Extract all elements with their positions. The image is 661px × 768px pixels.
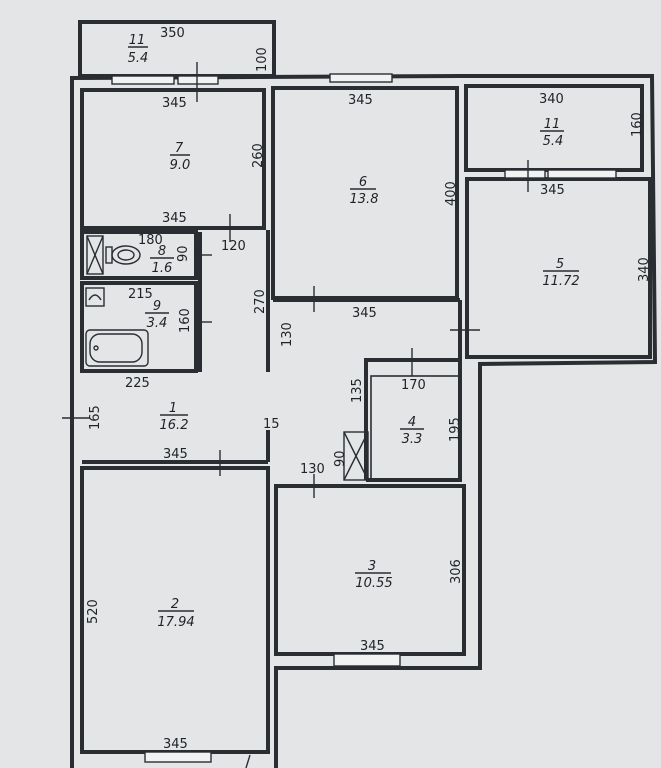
dim-room-8-height: 90 <box>176 245 191 262</box>
room-9-label: 9 3.4 <box>145 299 169 331</box>
room-11-area: 5.4 <box>543 134 564 149</box>
dim-room-11-top: 340 <box>539 92 564 107</box>
room-9-wall <box>80 281 198 373</box>
dim-room-3-bottom: 345 <box>360 639 385 654</box>
room-4-label: 4 3.3 <box>400 415 424 447</box>
dim-room-10-height: 100 <box>255 47 270 72</box>
dim-room-1-top: 225 <box>125 376 150 391</box>
room-7-number: 7 <box>175 141 184 156</box>
room-1-number: 1 <box>169 401 177 416</box>
room-1-area: 16.2 <box>160 418 189 433</box>
dim-room-6-side: 400 <box>444 181 459 206</box>
dim-room-4-top: 170 <box>401 378 426 393</box>
dim-room-5-side: 340 <box>637 257 652 282</box>
sink-icon <box>85 287 105 307</box>
room-2-area: 17.94 <box>157 615 194 630</box>
dim-room-9-height: 160 <box>178 308 193 333</box>
toilet-icon <box>86 235 141 275</box>
dim-room-6-bottom: 345 <box>352 306 377 321</box>
room-5-wall <box>465 177 652 359</box>
room-10-area: 5.4 <box>128 51 149 66</box>
room-8-number: 8 <box>158 244 166 259</box>
room-5-label: 5 11.72 <box>542 257 579 289</box>
room-10-number: 11 <box>129 33 146 48</box>
room-9-area: 3.4 <box>147 316 168 331</box>
dim-room-4-side: 195 <box>448 417 463 442</box>
room-10-label: 11 5.4 <box>128 33 149 66</box>
dim-room-5-top: 345 <box>540 183 565 198</box>
room-9-number: 9 <box>153 299 161 314</box>
room-10-balcony-wall <box>78 20 276 78</box>
window-room-11 <box>504 169 546 179</box>
dim-corridor-height: 270 <box>253 289 268 314</box>
dim-room-4-90: 90 <box>333 450 348 467</box>
door-tick-12 <box>245 754 251 768</box>
room-5-number: 5 <box>556 257 564 272</box>
window-room-11-b <box>547 169 617 179</box>
room-11-number: 11 <box>544 117 561 132</box>
dim-room-10-width: 350 <box>160 26 185 41</box>
dim-room-7-top: 345 <box>162 96 187 111</box>
dim-room-7-side: 260 <box>251 143 266 168</box>
dim-corridor-width: 120 <box>221 239 246 254</box>
window-balcony-2 <box>177 75 219 85</box>
room-3-area: 10.55 <box>355 576 392 591</box>
dim-room-1-15: 15 <box>263 417 280 432</box>
dim-room-1-side: 165 <box>88 405 103 430</box>
room-7-label: 7 9.0 <box>170 141 191 173</box>
room-3-label: 3 10.55 <box>355 559 393 591</box>
dim-room-1-bottom: 345 <box>163 447 188 462</box>
bathtub-icon <box>85 329 149 367</box>
room-4-outline <box>370 375 462 481</box>
dim-room-2-bottom: 345 <box>163 737 188 752</box>
room-8-label: 8 1.6 <box>150 244 174 276</box>
window-room-2 <box>144 751 212 763</box>
dim-room-7-bottom: 345 <box>162 211 187 226</box>
dim-room-2-side: 520 <box>86 599 101 624</box>
room-4-area: 3.3 <box>402 432 423 447</box>
dim-room-9-width: 215 <box>128 287 153 302</box>
dim-hall-130: 130 <box>280 322 295 347</box>
room-2-number: 2 <box>171 597 179 612</box>
room-5-area: 11.72 <box>542 274 579 289</box>
dim-room-8-width: 180 <box>138 233 163 248</box>
ventilation-shaft-icon <box>343 431 369 481</box>
room-7-area: 9.0 <box>170 158 191 173</box>
dim-room-6-top: 345 <box>348 93 373 108</box>
room-4-number: 4 <box>408 415 416 430</box>
room-11-label: 11 5.4 <box>540 117 564 149</box>
room-2-label: 2 17.94 <box>157 597 194 630</box>
room-6-label: 6 13.8 <box>350 175 379 207</box>
room-6-area: 13.8 <box>350 192 379 207</box>
window-room-6 <box>329 73 393 83</box>
room-6-number: 6 <box>359 175 367 190</box>
room-8-area: 1.6 <box>152 261 173 276</box>
room-1-label: 1 16.2 <box>160 401 189 433</box>
window-room-3 <box>333 653 401 667</box>
dim-room-11-side: 160 <box>630 112 645 137</box>
room-7-wall <box>80 88 266 230</box>
dim-room-4-135: 135 <box>350 378 365 403</box>
window-balcony <box>111 75 175 85</box>
dim-room-3-top: 130 <box>300 462 325 477</box>
dim-room-3-side: 306 <box>449 559 464 584</box>
room-3-number: 3 <box>368 559 376 574</box>
